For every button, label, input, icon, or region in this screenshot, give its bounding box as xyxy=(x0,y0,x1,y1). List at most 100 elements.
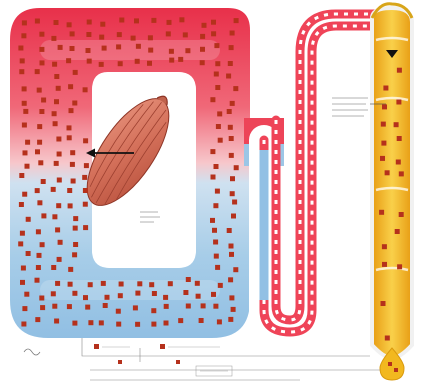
protein-particle xyxy=(35,149,40,154)
protein-particle xyxy=(379,210,384,215)
protein-particle xyxy=(72,101,77,106)
protein-particle xyxy=(70,162,75,167)
protein-particle xyxy=(51,265,56,270)
protein-particle xyxy=(148,48,153,53)
protein-particle xyxy=(68,267,73,272)
protein-particle xyxy=(82,175,87,180)
protein-particle xyxy=(55,227,60,232)
protein-particle xyxy=(73,226,78,231)
protein-particle xyxy=(135,59,140,64)
protein-particle xyxy=(232,200,237,205)
protein-particle xyxy=(54,161,59,166)
protein-particle xyxy=(151,322,156,327)
protein-particle xyxy=(57,257,62,262)
protein-particle xyxy=(118,61,123,66)
protein-particle xyxy=(385,170,390,175)
protein-particle xyxy=(40,60,45,65)
protein-particle xyxy=(229,136,234,141)
protein-particle xyxy=(35,69,40,74)
protein-particle xyxy=(186,304,191,309)
protein-particle xyxy=(133,305,138,310)
protein-particle xyxy=(217,111,222,116)
protein-particle xyxy=(211,292,216,297)
protein-particle xyxy=(37,124,42,129)
protein-particle xyxy=(202,23,207,28)
protein-particle xyxy=(196,294,201,299)
protein-particle xyxy=(381,301,386,306)
protein-particle xyxy=(186,277,191,282)
protein-particle xyxy=(215,85,220,90)
protein-particle xyxy=(135,322,140,327)
protein-particle xyxy=(134,18,139,23)
protein-particle xyxy=(86,32,91,37)
protein-particle xyxy=(22,101,27,106)
lymphatic-duct xyxy=(372,4,412,358)
protein-particle xyxy=(86,48,91,53)
protein-particle xyxy=(234,165,239,170)
protein-particle xyxy=(23,109,28,114)
protein-particle xyxy=(215,265,220,270)
protein-particle xyxy=(179,17,184,22)
protein-particle xyxy=(382,244,387,249)
protein-particle xyxy=(381,141,386,146)
protein-particle xyxy=(385,336,390,341)
protein-particle xyxy=(70,31,75,36)
protein-particle xyxy=(163,295,168,300)
protein-particle xyxy=(103,303,108,308)
protein-particle xyxy=(164,304,169,309)
protein-particle xyxy=(71,179,76,184)
protein-particle xyxy=(99,35,104,40)
protein-particle xyxy=(183,32,188,37)
protein-particle xyxy=(227,228,232,233)
protein-particle xyxy=(178,318,183,323)
protein-particle xyxy=(230,191,235,196)
protein-particle xyxy=(229,295,234,300)
protein-particle xyxy=(68,282,73,287)
protein-particle xyxy=(200,47,205,52)
protein-particle xyxy=(178,57,183,62)
protein-particle xyxy=(195,281,200,286)
protein-particle xyxy=(56,86,61,91)
protein-particle xyxy=(68,84,73,89)
protein-particle xyxy=(215,189,220,194)
protein-particle xyxy=(35,317,40,322)
protein-particle xyxy=(216,124,221,129)
protein-particle xyxy=(229,45,234,50)
signature-mark xyxy=(24,349,40,355)
protein-particle xyxy=(228,125,233,130)
protein-particle xyxy=(148,35,153,40)
protein-particle xyxy=(229,153,234,158)
protein-particle xyxy=(135,291,140,296)
protein-particle xyxy=(58,45,63,50)
protein-particle xyxy=(51,291,56,296)
protein-particle xyxy=(211,20,216,25)
protein-particle xyxy=(168,281,173,286)
protein-particle xyxy=(381,122,386,127)
protein-particle xyxy=(117,32,122,37)
protein-particle xyxy=(26,251,31,256)
protein-particle xyxy=(37,200,42,205)
protein-particle xyxy=(83,225,88,230)
protein-particle xyxy=(99,62,104,67)
protein-particle xyxy=(213,203,218,208)
legend-swatch-2 xyxy=(160,344,165,349)
protein-particle xyxy=(227,109,232,114)
protein-particle xyxy=(19,69,24,74)
protein-particle xyxy=(229,244,234,249)
protein-particle xyxy=(83,295,88,300)
protein-particle xyxy=(147,61,152,66)
protein-particle xyxy=(399,212,404,217)
protein-particle xyxy=(26,217,31,222)
protein-particle xyxy=(213,304,218,309)
protein-particle xyxy=(73,242,78,247)
protein-particle xyxy=(101,281,106,286)
protein-particle xyxy=(397,136,402,141)
protein-particle xyxy=(37,88,42,93)
protein-particle xyxy=(116,309,121,314)
protein-particle xyxy=(382,262,387,267)
protein-particle xyxy=(54,319,59,324)
protein-particle xyxy=(169,58,174,63)
protein-particle xyxy=(116,44,121,49)
protein-particle xyxy=(52,62,57,67)
